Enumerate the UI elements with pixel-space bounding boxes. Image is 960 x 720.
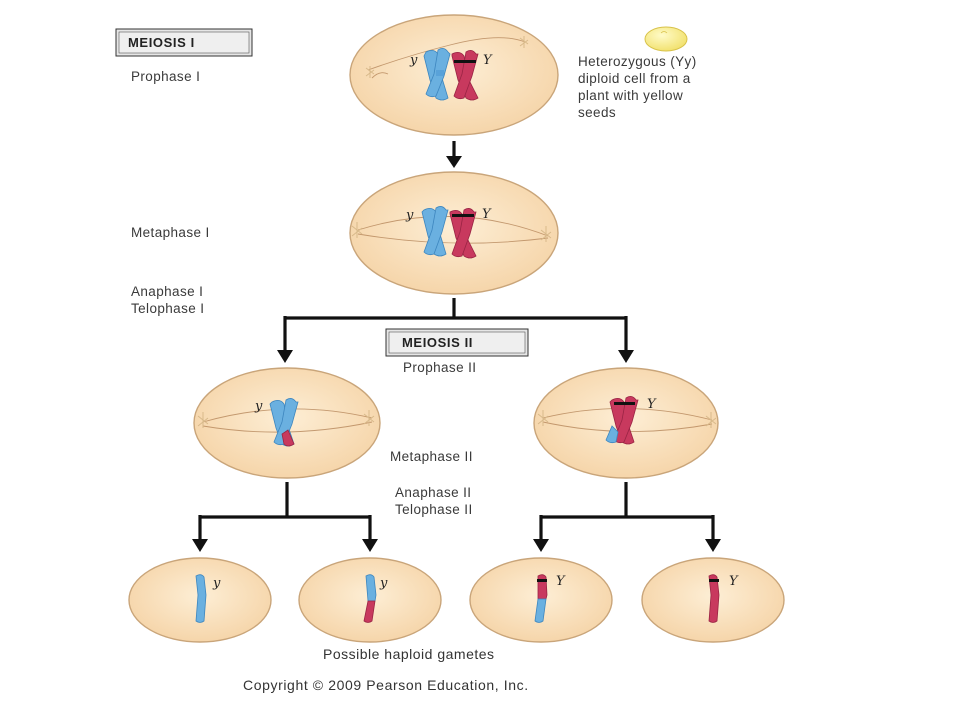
arrow-split-meiosis-one [277,298,634,363]
blue-chromosome-pair [421,206,449,257]
red-chromosome-pair [449,208,477,259]
allele-Y-label: Y [647,397,657,412]
prophase-two-label: Prophase II [403,360,476,375]
description-line-3: plant with yellow [578,88,683,103]
description-line-1: Heterozygous (Yy) [578,54,697,69]
allele-y-label: y [212,576,221,591]
telophase-two-label: Telophase II [395,502,473,517]
arrow-split-right [533,482,721,552]
anaphase-two-label: Anaphase II [395,485,471,500]
prophase-one-label: Prophase I [131,69,200,84]
anaphase-one-label: Anaphase I [131,284,203,299]
allele-Y-label: Y [483,53,493,68]
gamete-3: Y [469,557,613,643]
gamete-1: y [128,557,272,643]
metaphase-two-label: Metaphase II [390,449,473,464]
allele-Y-label: Y [556,574,566,589]
red-chromosome [605,396,639,445]
centrosome-icon [519,36,529,48]
meiosis-two-label: MEIOSIS II [402,335,473,350]
telophase-one-label: Telophase I [131,301,204,316]
allele-y-label: y [405,208,414,223]
allele-Y-label: Y [482,207,492,222]
gamete-2: y [298,557,442,643]
yellow-seed-icon [644,26,688,52]
meiosis-one-label: MEIOSIS I [128,35,195,50]
description-line-2: diploid cell from a [578,71,691,86]
allele-y-label: y [254,399,263,414]
blue-chromosome [269,398,299,447]
meiosis-one-box: MEIOSIS I [115,28,253,57]
metaphase-one-label: Metaphase I [131,225,210,240]
allele-y-label: y [409,53,418,68]
allele-Y-label: Y [729,574,739,589]
arrow-split-left [192,482,378,552]
arrow-prophase-to-metaphase [446,141,462,168]
allele-y-label: y [379,576,388,591]
metaphase-two-right-cell: Y [533,367,719,479]
description-line-4: seeds [578,105,616,120]
metaphase-one-cell: y Y [349,171,559,295]
metaphase-two-left-cell: y [193,367,381,479]
copyright-text: Copyright © 2009 Pearson Education, Inc. [243,677,529,693]
meiosis-two-box: MEIOSIS II [385,328,529,357]
prophase-one-cell: y Y [349,14,559,136]
centrosome-icon [365,66,375,78]
gamete-4: Y [641,557,785,643]
red-chromosome-pair [451,50,479,101]
gametes-caption: Possible haploid gametes [323,646,495,662]
blue-chromosome-pair [423,48,451,101]
